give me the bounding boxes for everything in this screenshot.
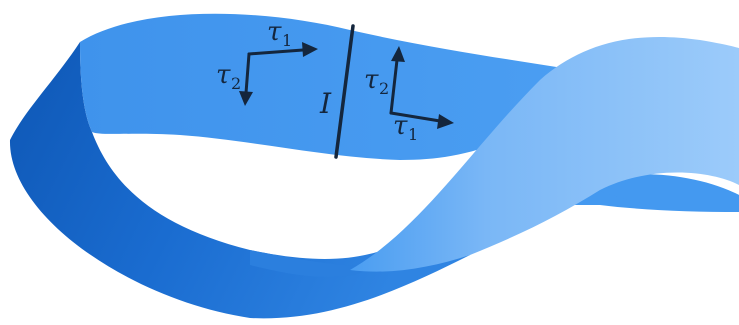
svg-text:τ: τ (267, 17, 282, 47)
svg-text:τ: τ (393, 111, 408, 141)
svg-text:τ: τ (364, 65, 379, 95)
svg-text:I: I (319, 87, 332, 120)
svg-text:1: 1 (282, 31, 292, 50)
svg-text:2: 2 (379, 79, 389, 98)
svg-text:2: 2 (231, 74, 241, 93)
svg-text:1: 1 (408, 125, 418, 144)
svg-text:τ: τ (216, 60, 231, 90)
label-cut-I: I (319, 87, 332, 120)
